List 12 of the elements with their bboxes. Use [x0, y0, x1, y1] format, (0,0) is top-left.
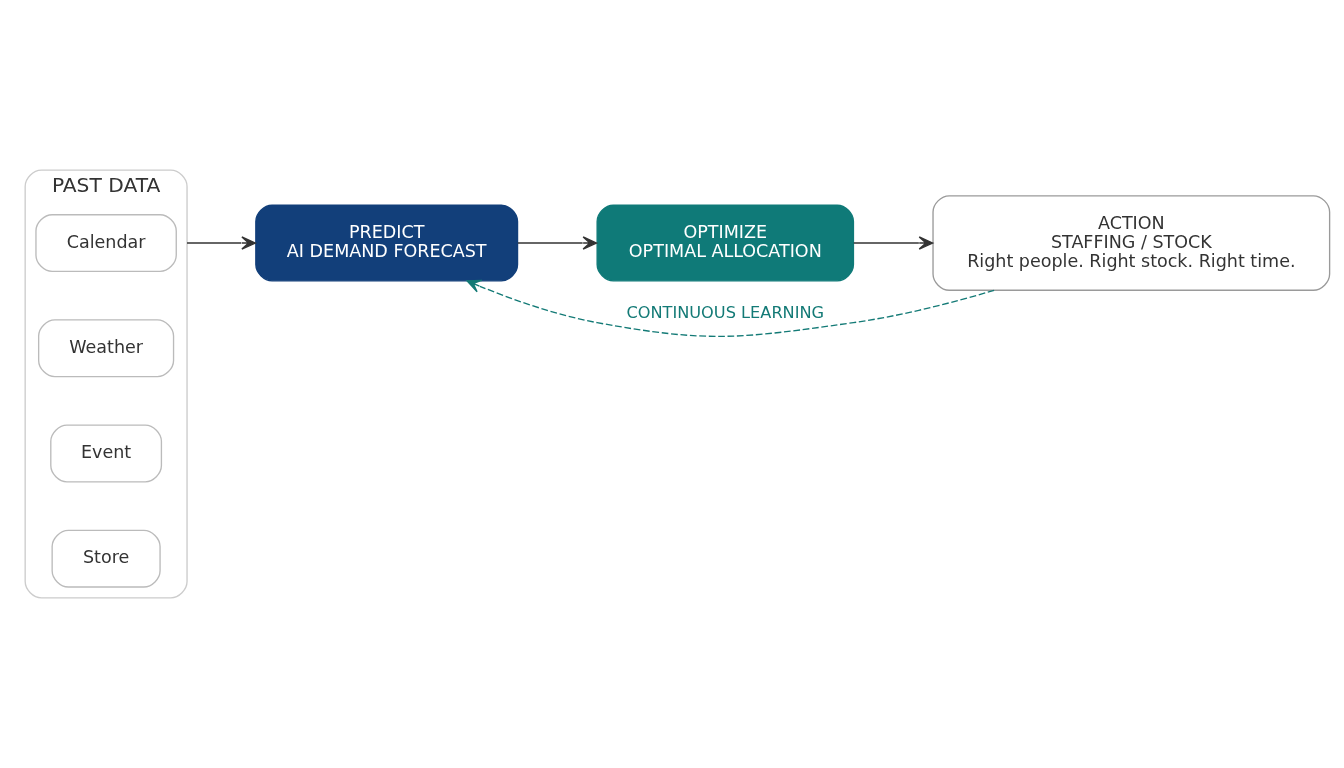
node-box: Weather: [38, 319, 175, 378]
node-box: PREDICT AI DEMAND FORECAST: [255, 204, 519, 282]
node-box: OPTIMIZE OPTIMAL ALLOCATION: [596, 204, 855, 282]
arrow: [186, 236, 257, 250]
node-box: ACTION STAFFING / STOCK Right people. Right stock. Right time.: [932, 195, 1331, 291]
arrow: [517, 236, 598, 250]
arrow: [853, 236, 934, 250]
node-box: Store: [51, 529, 161, 588]
node-box: Calendar: [35, 214, 177, 273]
arrow: [466, 279, 995, 337]
node-box: Event: [50, 424, 163, 483]
edge-label: CONTINUOUS LEARNING: [626, 303, 825, 323]
